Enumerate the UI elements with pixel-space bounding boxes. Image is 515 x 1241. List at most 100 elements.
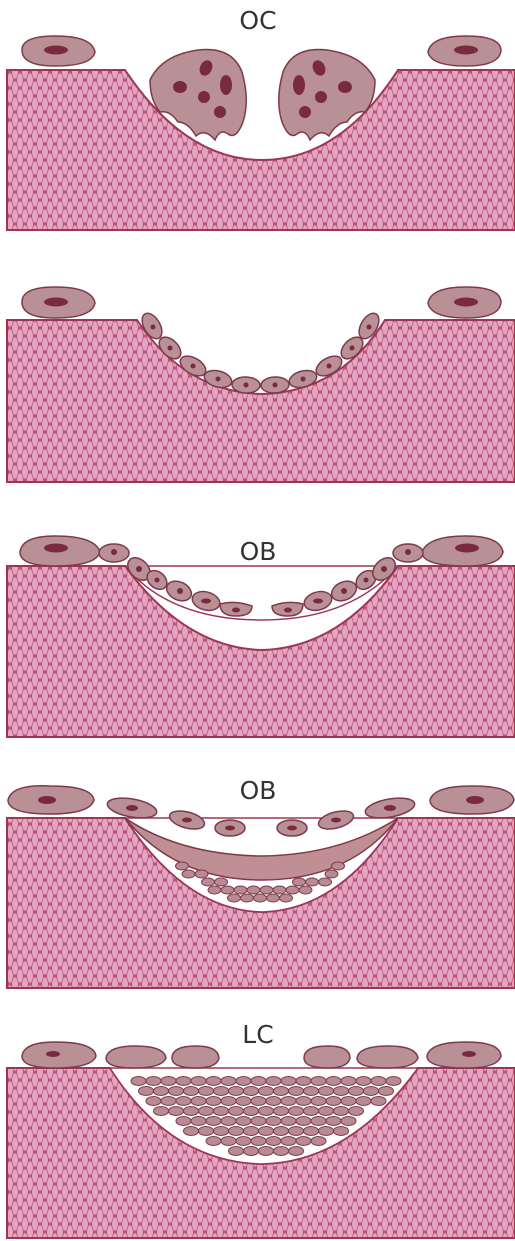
nucleus bbox=[338, 81, 352, 93]
nucleus bbox=[44, 544, 68, 553]
osteocyte bbox=[251, 1117, 266, 1126]
nucleus bbox=[466, 796, 484, 804]
panel-early-formation: OB bbox=[7, 536, 515, 737]
osteocyte bbox=[334, 1127, 349, 1136]
panel-late-formation: OB bbox=[7, 776, 515, 988]
lining-cell bbox=[22, 1042, 96, 1068]
osteocyte bbox=[199, 1087, 214, 1096]
osteocyte bbox=[260, 886, 273, 894]
osteocyte bbox=[326, 1097, 341, 1106]
bone-block bbox=[7, 70, 515, 230]
osteocyte bbox=[214, 1087, 229, 1096]
osteocyte bbox=[199, 1127, 214, 1136]
osteocyte bbox=[221, 1077, 236, 1086]
panel-label-ob-late: OB bbox=[240, 776, 277, 805]
nucleus bbox=[293, 75, 305, 95]
osteocyte bbox=[184, 1127, 199, 1136]
osteocyte bbox=[267, 894, 280, 902]
osteocyte bbox=[259, 1147, 274, 1156]
nucleus bbox=[315, 91, 327, 103]
osteocyte bbox=[169, 1107, 184, 1116]
osteocyte bbox=[296, 1137, 311, 1146]
nucleus bbox=[173, 81, 187, 93]
nucleus bbox=[198, 91, 210, 103]
osteocyte bbox=[341, 1117, 356, 1126]
osteocyte bbox=[334, 1107, 349, 1116]
osteocyte bbox=[332, 862, 345, 870]
osteocyte bbox=[199, 1107, 214, 1116]
osteocyte bbox=[289, 1087, 304, 1096]
osteocyte bbox=[221, 1097, 236, 1106]
osteocyte bbox=[161, 1097, 176, 1106]
osteocyte bbox=[281, 1097, 296, 1106]
osteocyte bbox=[251, 1077, 266, 1086]
lining-cell bbox=[304, 1046, 350, 1068]
nucleus bbox=[454, 298, 478, 307]
osteoblast bbox=[272, 602, 303, 616]
lining-cell bbox=[427, 1042, 501, 1068]
osteocyte bbox=[206, 1137, 221, 1146]
osteocyte bbox=[154, 1107, 169, 1116]
osteocyte bbox=[379, 1087, 394, 1096]
nucleus bbox=[455, 544, 479, 553]
osteocyte bbox=[286, 886, 299, 894]
osteocyte bbox=[229, 1147, 244, 1156]
osteocyte bbox=[206, 1117, 221, 1126]
osteocyte bbox=[274, 1147, 289, 1156]
osteocyte bbox=[311, 1077, 326, 1086]
osteocyte bbox=[289, 1127, 304, 1136]
osteocyte bbox=[311, 1117, 326, 1126]
osteocyte bbox=[280, 894, 293, 902]
osteoblast bbox=[99, 544, 129, 562]
osteocyte bbox=[356, 1077, 371, 1086]
osteocyte bbox=[341, 1097, 356, 1106]
osteocyte bbox=[319, 1087, 334, 1096]
nucleus bbox=[454, 46, 478, 55]
nucleus bbox=[299, 106, 311, 118]
osteocyte bbox=[281, 1117, 296, 1126]
osteocyte bbox=[281, 1077, 296, 1086]
osteocyte bbox=[176, 862, 189, 870]
panel-lining: LC bbox=[7, 1020, 515, 1238]
osteocyte bbox=[251, 1137, 266, 1146]
osteocyte bbox=[304, 1087, 319, 1096]
osteocyte bbox=[296, 1117, 311, 1126]
osteocyte bbox=[371, 1077, 386, 1086]
osteocyte bbox=[334, 1087, 349, 1096]
osteocyte bbox=[206, 1077, 221, 1086]
osteocyte bbox=[274, 1107, 289, 1116]
osteocyte bbox=[319, 878, 332, 886]
osteocyte bbox=[214, 1127, 229, 1136]
osteocyte bbox=[371, 1097, 386, 1106]
osteocyte bbox=[266, 1077, 281, 1086]
osteocyte bbox=[244, 1107, 259, 1116]
nucleus bbox=[44, 298, 68, 307]
osteocyte bbox=[289, 1107, 304, 1116]
osteocyte bbox=[146, 1097, 161, 1106]
osteocyte bbox=[184, 1107, 199, 1116]
nucleus bbox=[462, 1051, 476, 1057]
osteocyte bbox=[191, 1077, 206, 1086]
panel-resorption: OC bbox=[7, 6, 515, 230]
lining-cell bbox=[106, 1046, 166, 1068]
panel-label-oc: OC bbox=[239, 6, 276, 35]
lining-cell bbox=[357, 1046, 418, 1068]
osteocyte bbox=[326, 1077, 341, 1086]
osteocyte bbox=[154, 1087, 169, 1096]
nucleus bbox=[44, 46, 68, 55]
osteocyte bbox=[191, 1117, 206, 1126]
nucleus bbox=[38, 796, 56, 804]
lining-cell bbox=[20, 536, 100, 566]
osteoblast bbox=[220, 602, 252, 616]
osteocyte bbox=[244, 1147, 259, 1156]
osteocyte bbox=[296, 1077, 311, 1086]
osteocyte bbox=[349, 1107, 364, 1116]
osteocyte bbox=[176, 1097, 191, 1106]
preosteoblast bbox=[261, 377, 290, 394]
osteocyte bbox=[176, 1117, 191, 1126]
panel-label-ob-early: OB bbox=[240, 537, 277, 566]
lining-cell bbox=[422, 536, 503, 566]
osteocyte bbox=[195, 870, 208, 878]
lining-cell bbox=[8, 786, 94, 814]
osteocyte bbox=[236, 1077, 251, 1086]
